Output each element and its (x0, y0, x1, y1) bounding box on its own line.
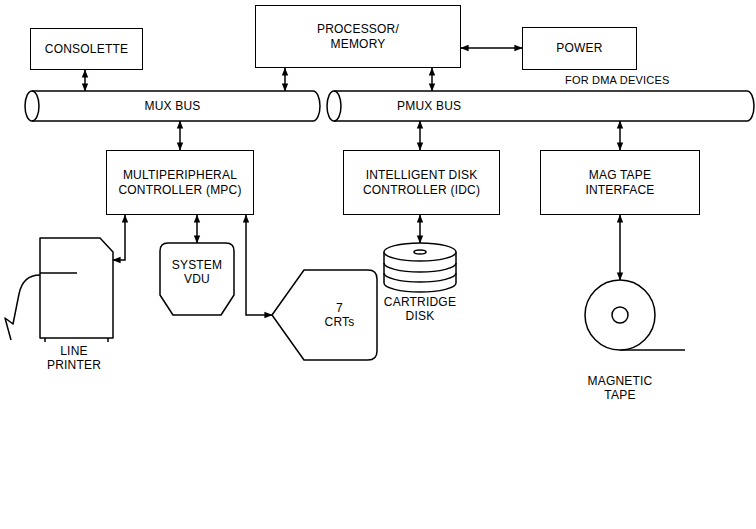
outline-stroke (384, 243, 456, 261)
node-label: CONSOLETTE (45, 42, 128, 56)
component-box: POWER (522, 27, 637, 70)
bus-pipe: PMUX BUS (327, 91, 754, 121)
connector-arrow (246, 215, 272, 315)
outline-stroke (5, 275, 40, 340)
outline-stroke (612, 307, 628, 323)
outline-stroke (40, 238, 113, 338)
connector-arrow (619, 121, 621, 150)
outline-stroke (585, 280, 655, 350)
pipe-outline (327, 91, 754, 121)
outline-stroke (25, 91, 320, 121)
tape-device: MAGNETIC TAPE (575, 280, 665, 410)
outline-stroke (384, 263, 456, 282)
connector-arrow (196, 215, 198, 243)
disk-outline (380, 243, 460, 338)
connector-arrow (113, 215, 125, 260)
outline-stroke (272, 270, 377, 360)
disk-device: CARTRIDGE DISK (380, 243, 460, 338)
connector-arrow (619, 215, 621, 280)
printer-device: LINE PRINTER (35, 228, 113, 378)
node-label: INTELLIGENT DISK CONTROLLER (IDC) (356, 168, 488, 197)
outline-stroke (620, 349, 685, 351)
controller-box: INTELLIGENT DISK CONTROLLER (IDC) (343, 150, 500, 215)
node-label: MUX BUS (144, 99, 200, 113)
connector-arrow (419, 121, 421, 150)
node-label: MAGNETIC TAPE (584, 374, 656, 403)
controller-box: MULTIPERIPHERAL CONTROLLER (MPC) (106, 150, 254, 215)
component-box: CONSOLETTE (30, 28, 143, 70)
node-label: PROCESSOR/ MEMORY (313, 22, 403, 51)
connector-arrow (461, 47, 522, 49)
outline-stroke (40, 272, 77, 274)
connector-arrow (284, 68, 286, 91)
connector-arrow (419, 215, 421, 243)
outline-stroke (414, 250, 426, 254)
outline-stroke (334, 91, 341, 121)
component-box: PROCESSOR/ MEMORY (255, 5, 461, 68)
outline-stroke (45, 338, 108, 342)
node-label: SYSTEM VDU (166, 258, 228, 287)
connector-arrow (84, 70, 86, 91)
node-label: MULTIPERIPHERAL CONTROLLER (MPC) (114, 168, 246, 197)
connector-arrow (431, 68, 433, 91)
node-label: MAG TAPE INTERFACE (578, 168, 662, 197)
crt-outline (272, 270, 377, 360)
node-label: LINE PRINTER (41, 344, 107, 373)
node-label: POWER (556, 41, 602, 55)
outline-stroke (327, 91, 754, 121)
outline-stroke (384, 252, 456, 292)
node-label: PMUX BUS (397, 99, 461, 113)
outline-stroke (32, 91, 39, 121)
annotation-holder: FOR DMA DEVICES (565, 74, 669, 86)
outline-stroke (160, 243, 234, 315)
connector-arrow (179, 121, 181, 150)
bus-pipe: MUX BUS (25, 91, 320, 121)
node-label: 7 CRTs (322, 301, 358, 330)
node-label: CARTRIDGE DISK (381, 295, 459, 324)
crt-device: 7 CRTs (272, 270, 377, 360)
interface-box: MAG TAPE INTERFACE (540, 150, 700, 215)
annotation-text: FOR DMA DEVICES (565, 74, 669, 86)
vdu-device: SYSTEM VDU (160, 243, 234, 315)
